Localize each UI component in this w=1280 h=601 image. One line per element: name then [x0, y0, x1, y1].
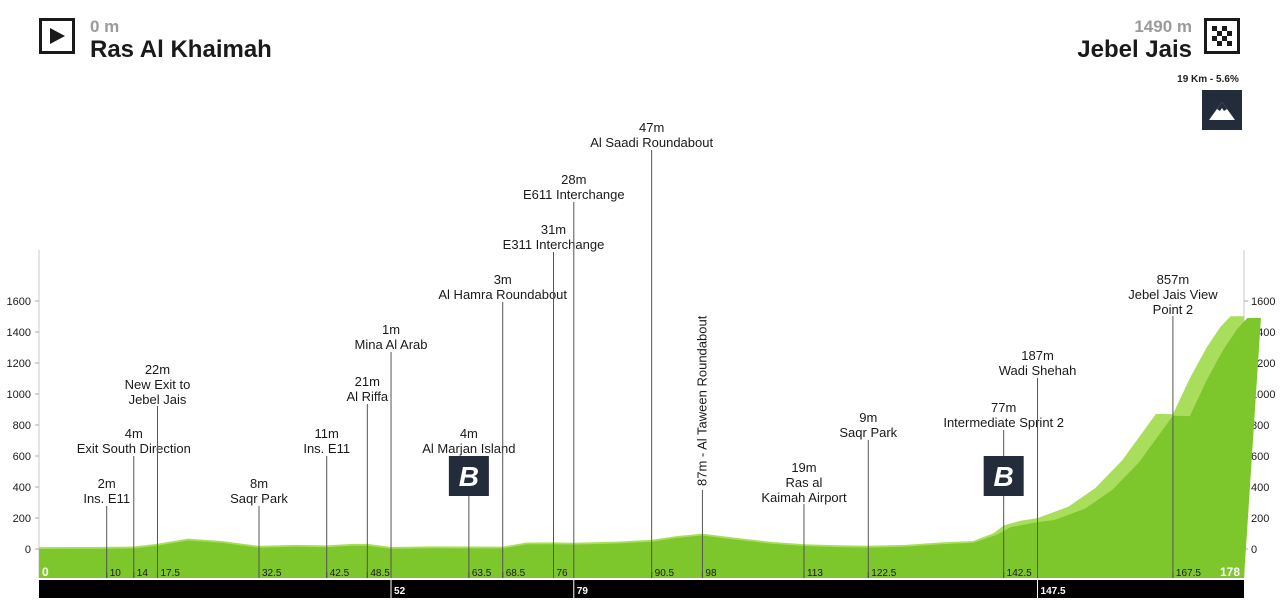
start-city: Ras Al Khaimah	[90, 36, 272, 63]
point-altitude: 3m	[494, 272, 512, 287]
y-tick-left: 600	[13, 451, 31, 463]
point-altitude: 28m	[561, 172, 586, 187]
km-tick-label: 14	[137, 568, 149, 579]
point-altitude: 21m	[355, 374, 380, 389]
point-name: Al Hamra Roundabout	[438, 287, 567, 302]
start-altitude: 0 m	[90, 17, 120, 36]
point-name: Al Marjan Island	[422, 441, 515, 456]
km-tick-label: 17.5	[160, 568, 180, 579]
bonus-letter: B	[459, 461, 479, 492]
point-altitude: 8m	[250, 476, 268, 491]
y-tick-left: 1000	[7, 389, 31, 401]
km-tick-label: 32.5	[262, 568, 282, 579]
point-altitude: 187m	[1021, 348, 1054, 363]
km-tick-label: 42.5	[330, 568, 350, 579]
point-name: E311 Interchange	[503, 237, 605, 252]
point-altitude: 1m	[382, 322, 400, 337]
y-tick-right: 0	[1251, 544, 1257, 556]
point-altitude: 22m	[145, 362, 170, 377]
point-vertical-label: 87m - Al Taween Roundabout	[694, 315, 709, 486]
point-name: Jebel Jais	[129, 392, 187, 407]
point-name: Ins. E11	[83, 491, 130, 506]
y-tick-left: 200	[13, 513, 31, 525]
point-name: New Exit to	[125, 377, 191, 392]
km-tick-label: 142.5	[1007, 568, 1032, 579]
y-tick-right: 400	[1251, 482, 1269, 494]
point-name: Saqr Park	[230, 491, 288, 506]
km-tick-label: 122.5	[871, 568, 896, 579]
point-name: Al Saadi Roundabout	[590, 135, 713, 150]
point-altitude: 31m	[541, 222, 566, 237]
mountain-icon	[1202, 90, 1242, 130]
point-name: Wadi Shehah	[999, 363, 1077, 378]
point-name: Point 2	[1153, 302, 1193, 317]
point-name: Saqr Park	[839, 425, 897, 440]
finish-city: Jebel Jais	[1077, 36, 1192, 63]
point-altitude: 4m	[125, 426, 143, 441]
y-tick-left: 400	[13, 482, 31, 494]
bonus-letter: B	[994, 461, 1014, 492]
point-name: Al Riffa	[346, 389, 388, 404]
bonus-box	[983, 456, 1024, 496]
point-name: Jebel Jais View	[1128, 287, 1218, 302]
km-bar-label: 52	[394, 586, 406, 597]
point-name: Mina Al Arab	[355, 337, 428, 352]
point-altitude: 77m	[991, 400, 1016, 415]
point-name: Ins. E11	[303, 441, 350, 456]
km-tick-label: 76	[556, 568, 568, 579]
point-altitude: 11m	[315, 426, 339, 441]
km-tick-label: 68.5	[506, 568, 526, 579]
checkered-flag-icon	[1204, 18, 1240, 54]
km-tick-label: 90.5	[655, 568, 675, 579]
y-tick-left: 0	[25, 544, 31, 556]
y-tick-right: 800	[1251, 420, 1269, 432]
bonus-sprint-icon: B	[448, 456, 489, 496]
point-name: E611 Interchange	[523, 187, 625, 202]
km-tick-label: 10	[110, 568, 122, 579]
km-tick-label: 167.5	[1176, 568, 1201, 579]
y-tick-left: 800	[13, 420, 31, 432]
km-tick-label: 113	[807, 568, 823, 579]
point-name: Ras al	[786, 475, 823, 490]
y-tick-right: 1600	[1251, 296, 1275, 308]
point-altitude: 2m	[98, 476, 116, 491]
km-start-label: 0	[42, 565, 49, 579]
y-tick-right: 1000	[1251, 389, 1275, 401]
point-altitude: 857m	[1157, 272, 1190, 287]
profile-area	[39, 318, 1261, 578]
km-tick-label: 48.5	[370, 568, 390, 579]
km-end-label: 178	[1220, 565, 1240, 579]
point-altitude: 47m	[639, 120, 664, 135]
point-altitude: 4m	[460, 426, 478, 441]
point-name: Kaimah Airport	[761, 490, 847, 505]
y-tick-right: 600	[1251, 451, 1269, 463]
km-bar	[39, 580, 1244, 598]
km-tick-label: 63.5	[472, 568, 492, 579]
climb-info: 19 Km - 5.6%	[1177, 74, 1239, 85]
point-altitude: 9m	[859, 410, 877, 425]
finish-altitude: 1490 m	[1134, 17, 1192, 36]
point-name: Intermediate Sprint 2	[943, 415, 1064, 430]
bonus-sprint-icon: B	[983, 456, 1024, 496]
y-tick-left: 1600	[7, 296, 31, 308]
point-name: Exit South Direction	[77, 441, 191, 456]
bonus-box	[448, 456, 489, 496]
point-altitude: 19m	[791, 460, 816, 475]
y-tick-left: 1400	[7, 327, 31, 339]
km-bar-label: 147.5	[1041, 586, 1066, 597]
y-tick-right: 200	[1251, 513, 1269, 525]
y-tick-left: 1200	[7, 358, 31, 370]
start-play-icon	[39, 18, 75, 54]
km-bar-label: 79	[577, 586, 589, 597]
km-tick-label: 98	[705, 568, 717, 579]
